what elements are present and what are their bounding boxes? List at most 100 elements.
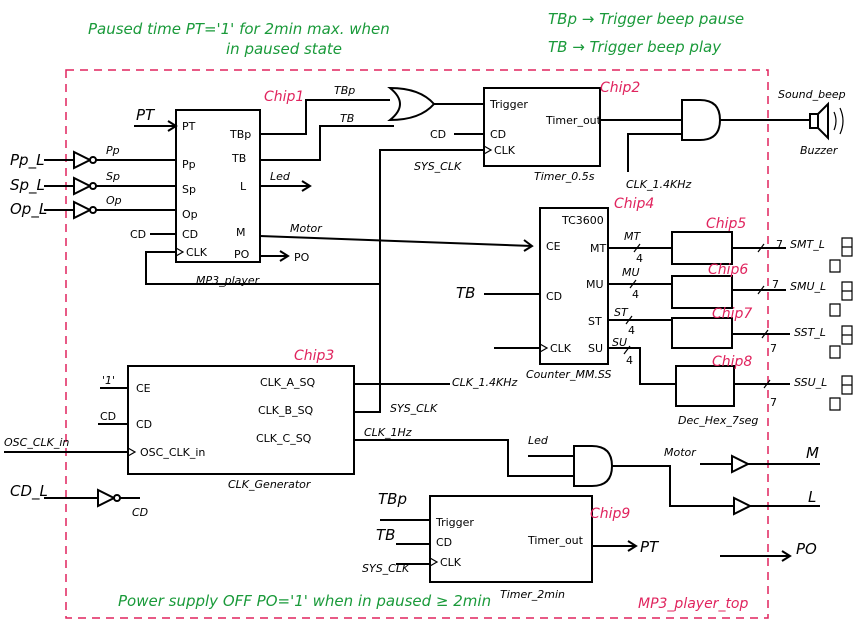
mp3-clk-triangle	[175, 247, 185, 257]
sst-output-label: SST_L	[794, 326, 826, 339]
timer2-pin-cd: CD	[436, 536, 452, 549]
seven-seg-displays	[829, 237, 853, 411]
inverter-op	[73, 200, 93, 220]
timer1-cd-input: CD	[430, 128, 446, 141]
ssu-output-label: SSU_L	[794, 376, 827, 389]
decoder-chip8	[675, 365, 735, 407]
sp-signal-label: Sp	[106, 170, 120, 183]
tbp-timer2-label: TBp	[378, 490, 407, 508]
smu-bus-width: 7	[772, 278, 779, 291]
clk-14khz-out-label: CLK_1.4KHz	[452, 376, 518, 389]
chip9-label: Chip9	[590, 506, 630, 522]
mt-bus-width: 4	[636, 252, 643, 265]
chip1-label: Chip1	[264, 89, 304, 105]
osc-clk-in-label: OSC_CLK_in	[4, 436, 69, 449]
op-l-label: Op_L	[10, 200, 47, 219]
and-gate-beep	[681, 99, 722, 141]
sp-l-label: Sp_L	[10, 176, 45, 195]
note-tbp: TBp → Trigger beep pause	[548, 10, 744, 28]
st-bus-label: ST	[614, 306, 629, 319]
mp3-pin-cd: CD	[182, 228, 198, 241]
counter-block	[539, 207, 609, 365]
buffer-motor	[731, 454, 751, 474]
clkgen-cd-input: CD	[100, 410, 116, 423]
pt-output-label: PT	[640, 538, 660, 556]
pp-signal-label: Pp	[106, 144, 120, 157]
clkgen-pin-clk-a: CLK_A_SQ	[260, 376, 316, 389]
tb-timer2-label: TB	[376, 526, 395, 544]
mu-bus-label: MU	[622, 266, 640, 279]
clkgen-pin-osc: OSC_CLK_in	[140, 446, 205, 459]
mp3-pin-pp: Pp	[182, 158, 196, 171]
mp3-pin-po: PO	[234, 248, 250, 261]
chip7-label: Chip7	[712, 306, 752, 322]
clkgen-pin-clk-b: CLK_B_SQ	[258, 404, 314, 417]
mp3-pin-tbp: TBp	[229, 128, 251, 141]
sys-clk-timer2-label: SYS_CLK	[362, 562, 410, 575]
decoder-chip5	[671, 231, 733, 265]
counter-pin-cd: CD	[546, 290, 562, 303]
decoder-name: Dec_Hex_7seg	[678, 414, 758, 427]
buzzer-body	[809, 113, 819, 129]
note-paused-state: in paused state	[226, 40, 342, 58]
clk-generator-block	[127, 365, 355, 475]
clkgen-pin-clk-c: CLK_C_SQ	[256, 432, 312, 445]
timer1-clk-triangle	[483, 145, 493, 155]
mp3-pin-sp: Sp	[182, 183, 196, 196]
timer2-pin-clk: CLK	[440, 556, 462, 569]
top-entity-label: MP3_player_top	[638, 596, 748, 612]
motor-buffer-label: Motor	[664, 446, 697, 459]
m-output-label: M	[806, 444, 819, 462]
clk-1hz-label: CLK_1Hz	[364, 426, 412, 439]
tb-signal-label: TB	[340, 112, 354, 125]
buffer-led	[733, 496, 753, 516]
decoder-chip7	[671, 317, 733, 349]
chip6-label: Chip6	[708, 262, 748, 278]
tbp-signal-label: TBp	[334, 84, 355, 97]
tb-input-label: TB	[456, 284, 475, 302]
counter-pin-clk: CLK	[550, 342, 572, 355]
mp3-pin-clk: CLK	[186, 246, 208, 259]
inverter-cd	[97, 488, 117, 508]
inverter-sp	[73, 176, 93, 196]
ce-one-label: '1'	[102, 374, 115, 387]
timer1-name: Timer_0.5s	[534, 170, 595, 183]
counter-pin-st: ST	[588, 315, 602, 328]
mu-bus-width: 4	[632, 288, 639, 301]
cd-l-label: CD_L	[10, 482, 48, 501]
mp3-pin-l: L	[240, 180, 247, 193]
timer2-clk-triangle	[429, 557, 439, 567]
su-bus-width: 4	[626, 354, 633, 367]
pp-l-label: Pp_L	[10, 151, 44, 170]
counter-pin-mu: MU	[586, 278, 604, 291]
sys-clk-label: SYS_CLK	[414, 160, 462, 173]
counter-pin-ce: CE	[546, 240, 561, 253]
note-power-supply: Power supply OFF PO='1' when in paused ≥…	[118, 592, 491, 610]
smt-bus-width: 7	[776, 238, 783, 251]
mp3-cd-input: CD	[130, 228, 146, 241]
smt-output-label: SMT_L	[790, 238, 825, 251]
chip2-label: Chip2	[600, 80, 640, 96]
mp3-pin-op: Op	[182, 208, 198, 221]
sound-beep-label: Sound_beep	[778, 88, 846, 101]
timer-05s-block	[483, 87, 601, 167]
mp3-pin-m: M	[236, 226, 246, 239]
sys-clk-out-label: SYS_CLK	[390, 402, 438, 415]
timer1-pin-timer-out: Timer_out	[545, 114, 602, 127]
note-tb: TB → Trigger beep play	[548, 38, 722, 56]
clkgen-name: CLK_Generator	[228, 478, 312, 491]
timer2-pin-trigger: Trigger	[435, 516, 474, 529]
sound-waves-icon	[833, 107, 844, 135]
smu-output-label: SMU_L	[790, 280, 826, 293]
po-output-label: PO	[796, 540, 817, 558]
led-signal-label: Led	[270, 170, 291, 183]
motor-signal-label: Motor	[290, 222, 323, 235]
counter-pin-mt: MT	[590, 242, 606, 255]
timer2-name: Timer_2min	[500, 588, 565, 601]
cd-signal-label: CD	[132, 506, 148, 519]
inverter-pp	[73, 150, 93, 170]
and-gate-led	[573, 445, 614, 487]
chip4-label: Chip4	[614, 196, 654, 212]
counter-tc3600: TC3600	[561, 214, 604, 227]
